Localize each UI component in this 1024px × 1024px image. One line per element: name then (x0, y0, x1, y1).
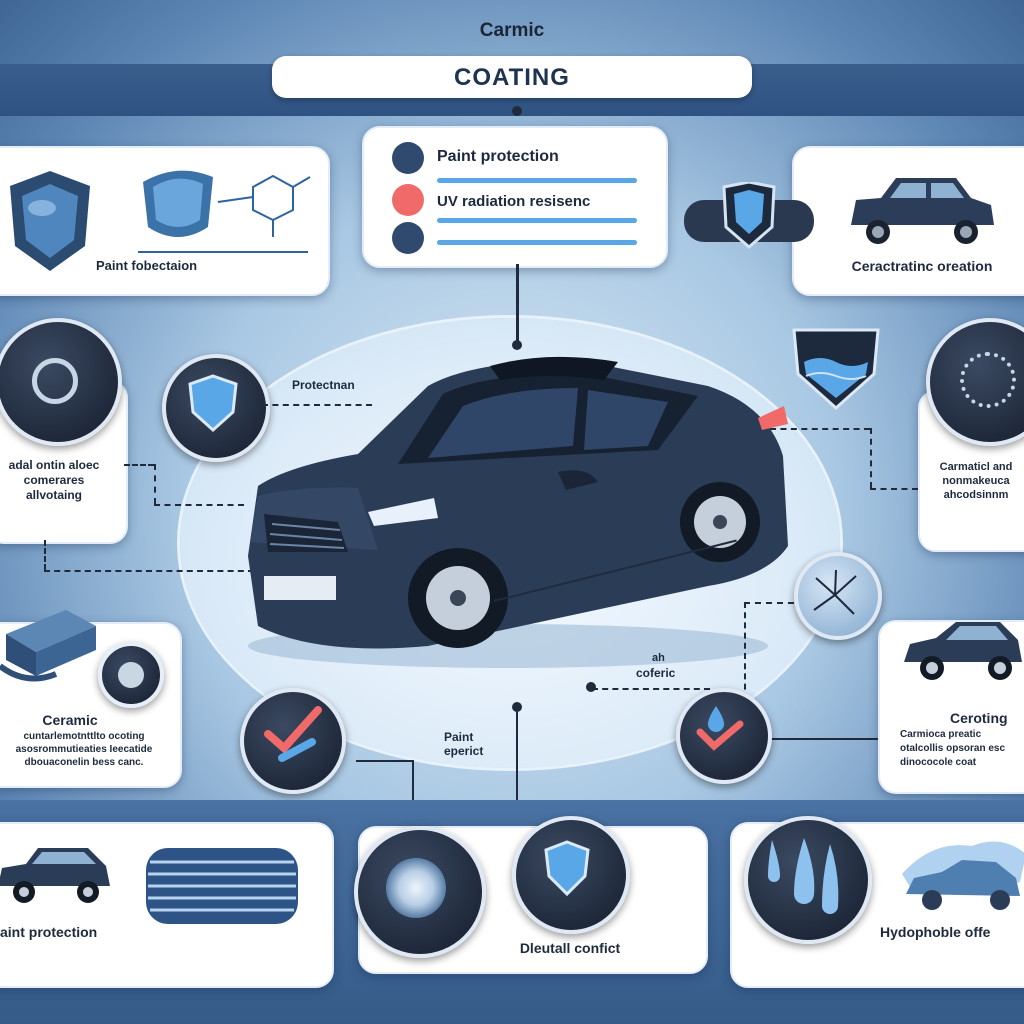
disc-hub-bottom (386, 858, 446, 918)
connector-left-1 (124, 464, 154, 466)
protection-shield-icon (188, 374, 238, 433)
checklist-connector-dot (512, 340, 522, 350)
checklist-bar-3 (437, 240, 637, 245)
checklist-bar-2 (437, 218, 637, 223)
connector-ceramic-dot (586, 682, 596, 692)
card-top-left-label: Paint fobectaion (96, 258, 198, 273)
paint-label-line1: Paint (444, 730, 474, 744)
checklist-label-1: Paint protection (437, 148, 559, 165)
water-drop-check-icon (696, 706, 744, 751)
cracked-glass-circle (794, 552, 882, 640)
drop-circle-lower-left-core (118, 662, 144, 688)
connector-left-3 (154, 504, 244, 506)
connector-right-1 (770, 428, 870, 430)
checklist-dot-1 (392, 142, 424, 174)
connector-ceramic (592, 688, 710, 690)
paint-shield-icon (10, 171, 90, 271)
connector-protection (262, 404, 372, 406)
suv-car-icon (851, 178, 994, 244)
checklist-dot-2 (392, 184, 424, 216)
connector-left-2 (154, 464, 156, 504)
shield-badge-icon (684, 182, 814, 249)
card-lower-left-title: Ceramic (42, 712, 98, 728)
wave-shield-icon (792, 328, 880, 411)
brand-label: Carmic (479, 20, 545, 41)
card-mid-right-label: Carmaticl and nonmakeuca ahcodsinnm (939, 461, 1013, 501)
checklist-bar-1 (437, 178, 637, 183)
connector-left-5 (44, 570, 254, 572)
protection-label: Protectnan (292, 378, 355, 392)
page-title: COATING (454, 64, 570, 91)
water-drops-icon (768, 838, 839, 914)
shield-icon-bottom (544, 840, 590, 897)
connector-right-3 (870, 488, 918, 490)
paint-layers-icon (146, 848, 298, 924)
card-bottom-center-label: Dleutall confict (519, 940, 621, 956)
molecule-shield-icon (138, 170, 311, 253)
connector-center-dot (512, 702, 522, 712)
card-top-right-label: Ceractratinc oreation (851, 258, 993, 274)
checklist-dot-3 (392, 222, 424, 254)
sports-car-splash-icon (902, 841, 1024, 910)
connector-center-2 (516, 706, 518, 826)
wagon-car-icon (0, 848, 110, 903)
card-lower-left-body: cuntarlemotnttlto ocoting asosrommutieat… (15, 731, 153, 768)
checklist-connector (516, 264, 519, 342)
connector-right-ceroting (762, 738, 892, 740)
connector-left-4 (44, 540, 46, 570)
crack-icon (813, 569, 857, 615)
card-lower-right-body: Carmioca preatic otalcollis opsoran esc … (900, 729, 1006, 768)
connector-right-2 (870, 428, 872, 488)
card-bottom-right-label: Hydophoble offe (880, 924, 991, 940)
checklist-label-2: UV radiation resisenc (437, 193, 591, 210)
ceramic-label-line1: ah (652, 652, 665, 664)
card-mid-left-label: adal ontin aloec comerares allvotaing (8, 458, 100, 502)
coating-pad-icon (0, 610, 96, 682)
connector-center-3 (356, 760, 412, 762)
card-bottom-left-label: aint protection (0, 924, 98, 940)
sedan-mini-icon (904, 622, 1022, 680)
wheel-hub-right (960, 352, 1016, 408)
ceramic-label-line2: coferic (636, 666, 676, 680)
checkmark-icon-left (264, 706, 322, 762)
header-connector-dot (512, 106, 522, 116)
paint-label-line2: eperict (444, 744, 484, 758)
connector-center-5 (744, 602, 794, 604)
connector-center-6 (744, 602, 746, 710)
wheel-icon-left (0, 318, 122, 446)
card-lower-right-title: Ceroting (950, 710, 1008, 726)
sedan-car-image (248, 356, 788, 668)
title-pill (272, 56, 752, 98)
wheel-hub-left (32, 358, 78, 404)
